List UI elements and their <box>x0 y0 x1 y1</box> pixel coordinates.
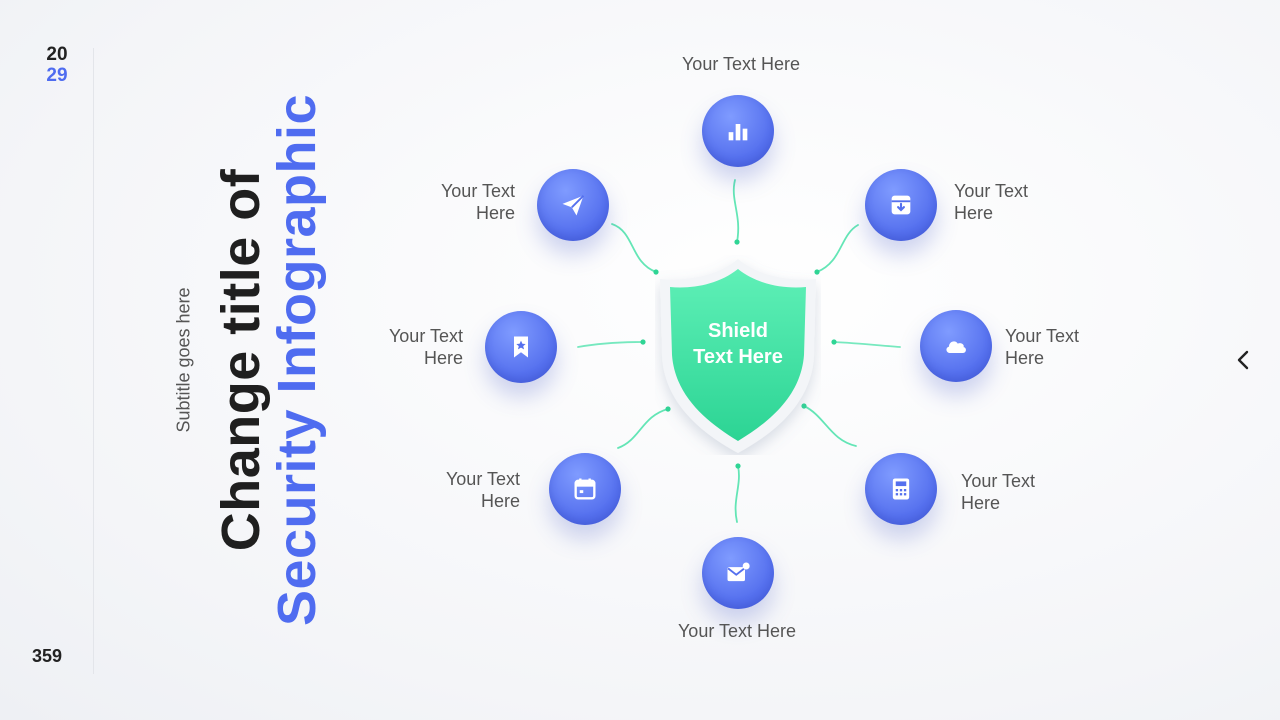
label-line-2: Here <box>1005 348 1045 368</box>
shield-text-line-2: Text Here <box>693 346 783 368</box>
node-label-left: Your Text Here <box>348 325 463 369</box>
node-bottom-left[interactable] <box>549 453 621 525</box>
label-line-1: Your Text <box>954 181 1029 201</box>
calculator-icon <box>892 478 910 500</box>
node-label-top: Your Text Here <box>681 54 801 74</box>
connector-top-right <box>816 224 859 273</box>
node-label-top-right: Your Text Here <box>954 180 1074 224</box>
year-label: 20 29 <box>40 44 74 86</box>
label-line-2: Here <box>475 203 515 223</box>
connector-top-left <box>611 223 657 273</box>
node-bottom[interactable] <box>702 537 774 609</box>
node-label-top-left: Your Text Here <box>400 180 515 224</box>
node-label-right: Your Text Here <box>1005 325 1125 369</box>
label-line-2: Here <box>480 491 520 511</box>
label-line-1: Your Text <box>388 326 463 346</box>
label-line-2: Here <box>954 203 994 223</box>
node-right[interactable] <box>920 310 992 382</box>
node-top[interactable] <box>702 95 774 167</box>
label-line-1: Your Text <box>1005 326 1080 346</box>
label-line-1: Your Text <box>961 471 1036 491</box>
connector-bottom-left <box>617 408 669 449</box>
node-left[interactable] <box>485 311 557 383</box>
page-number: 359 <box>32 646 63 666</box>
connector-left <box>577 341 644 348</box>
bookmark-star-icon <box>514 336 528 358</box>
connector-bottom-right <box>803 405 857 447</box>
paper-plane-icon <box>562 195 585 216</box>
shield-icon <box>660 259 816 453</box>
cloud-icon <box>946 341 966 353</box>
node-label-bottom-right: Your Text Here <box>961 470 1081 514</box>
label-line-1: Your Text <box>440 181 515 201</box>
label-line-2: Here <box>423 348 463 368</box>
divider-line <box>93 48 94 674</box>
node-top-right[interactable] <box>865 169 937 241</box>
node-bottom-right[interactable] <box>865 453 937 525</box>
bar-chart-icon <box>728 124 748 141</box>
connector-right <box>833 341 901 348</box>
label-line-1: Your Text <box>445 469 520 489</box>
node-label-bottom: Your Text Here <box>677 621 797 641</box>
chevron-left-icon[interactable] <box>1233 348 1255 372</box>
connector-bottom <box>734 465 740 523</box>
connector-top <box>732 179 740 243</box>
year-top: 20 <box>46 44 68 65</box>
shield-text: Shield Text Here <box>655 318 821 370</box>
mail-notification-icon <box>727 562 750 582</box>
shield-text-line-1: Shield <box>707 320 768 342</box>
calendar-icon <box>574 478 596 500</box>
node-label-bottom-left: Your Text Here <box>405 468 520 512</box>
label-line-2: Here <box>961 493 1001 513</box>
year-bottom: 29 <box>46 65 68 86</box>
archive-download-icon <box>891 195 911 215</box>
node-top-left[interactable] <box>537 169 609 241</box>
